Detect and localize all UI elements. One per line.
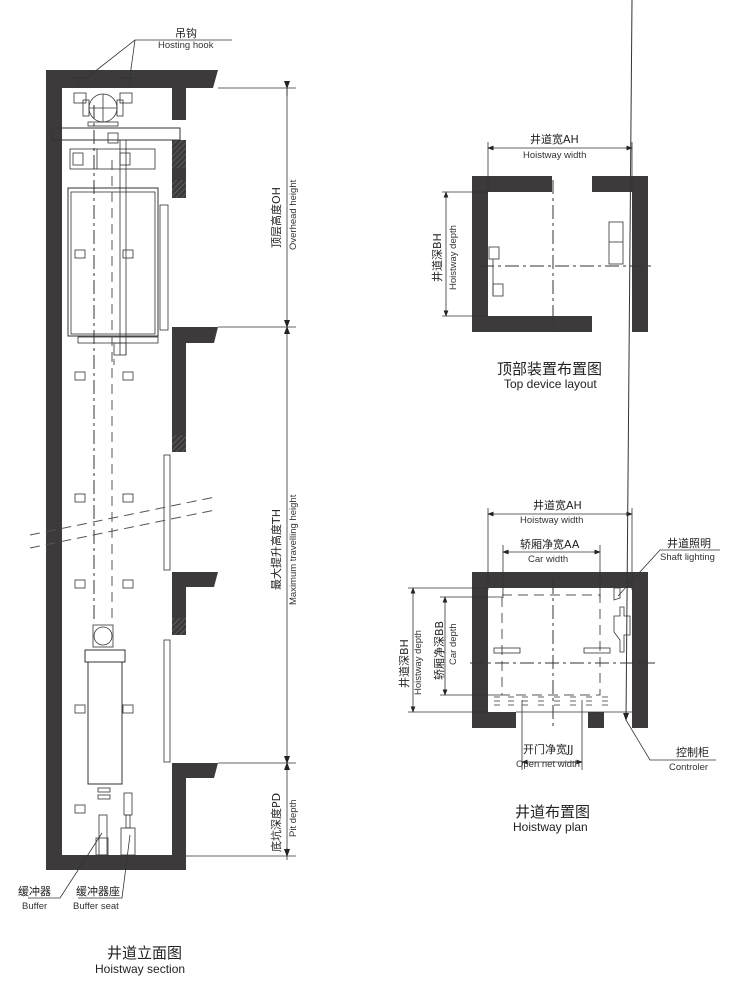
travel-label-cn: 最大提升高度TH: [270, 509, 283, 590]
controller-label-cn: 控制柜: [676, 746, 709, 759]
car-width-label-cn: 轿厢净宽AA: [520, 538, 580, 551]
hoistway-section-drawing: [28, 39, 296, 899]
lighting-label-cn: 井道照明: [667, 537, 711, 550]
plan-depth-label-en: Hoistway depth: [413, 630, 424, 695]
top-depth-label-cn: 井道深BH: [431, 233, 444, 282]
plan-title-cn: 井道布置图: [515, 803, 591, 821]
door-width-label-cn: 开门净宽JJ: [523, 743, 574, 756]
plan-width-label-cn: 井道宽AH: [533, 499, 582, 512]
car-width-label-en: Car width: [528, 554, 569, 565]
top-depth-label-en: Hoistway depth: [448, 225, 459, 290]
top-width-label-cn: 井道宽AH: [530, 133, 579, 146]
top-device-layout-drawing: [442, 142, 652, 332]
plan-depth-label-cn: 井道深BH: [398, 639, 411, 688]
hook-label-en: Hosting hook: [158, 40, 214, 51]
lighting-label-en: Shaft lighting: [660, 552, 715, 563]
buffer-label-cn: 缓冲器: [18, 885, 51, 898]
top-layout-title-en: Top device layout: [504, 377, 597, 391]
pit-label-en: Pit depth: [288, 799, 299, 838]
pit-floor: [46, 855, 186, 870]
controller-label-en: Controler: [669, 762, 709, 773]
top-slab: [46, 70, 218, 88]
travel-label-en: Maximum travelling height: [288, 494, 299, 605]
left-wall: [46, 70, 62, 870]
overhead-label-en: Overhead height: [288, 179, 299, 250]
car-depth-label-en: Car depth: [448, 623, 459, 665]
door-width-label-en: Open net width: [516, 759, 580, 770]
buffer-label-en: Buffer: [22, 901, 48, 912]
top-width-label-en: Hoistway width: [523, 150, 587, 161]
buffer-seat-label-en: Buffer seat: [73, 901, 119, 912]
pit-label-cn: 底坑深度PD: [270, 792, 283, 852]
section-title-en: Hoistway section: [95, 962, 186, 976]
plan-title-en: Hoistway plan: [513, 820, 588, 834]
plan-width-label-en: Hoistway width: [520, 515, 584, 526]
section-title-cn: 井道立面图: [107, 944, 183, 962]
top-layout-title-cn: 顶部装置布置图: [497, 360, 603, 378]
hoistway-plan-drawing: [408, 0, 720, 770]
hook-label-cn: 吊钩: [175, 27, 197, 40]
buffer-seat-label-cn: 缓冲器座: [76, 885, 120, 898]
overhead-label-cn: 顶层高度OH: [270, 187, 283, 248]
car-depth-label-cn: 轿厢净深BB: [433, 620, 446, 680]
